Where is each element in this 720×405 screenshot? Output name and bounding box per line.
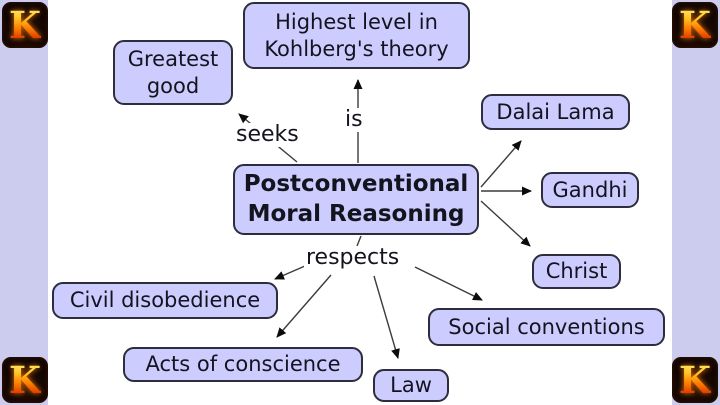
edge-to-law	[373, 275, 400, 359]
link-label-respects[interactable]: respects	[304, 245, 402, 270]
flame-k-letter: K	[678, 357, 712, 402]
link-label-is[interactable]: is	[343, 107, 365, 132]
flame-k-logo-top-left: K	[2, 2, 48, 48]
edge-to-dalai-lama	[480, 140, 522, 188]
node-greatest-good[interactable]: Greatest good	[113, 40, 233, 105]
right-border-strip	[672, 0, 720, 405]
flame-k-logo-top-right: K	[672, 2, 718, 48]
node-highest-level[interactable]: Highest level in Kohlberg's theory	[243, 2, 470, 69]
flame-k-letter: K	[8, 357, 42, 402]
edge-to-acts-of-conscience	[276, 274, 332, 338]
flame-k-logo-bottom-right: K	[672, 357, 718, 403]
node-law[interactable]: Law	[373, 369, 449, 402]
left-border-strip	[0, 0, 48, 405]
flame-k-letter: K	[678, 2, 712, 47]
node-social-conventions[interactable]: Social conventions	[428, 308, 665, 346]
node-christ[interactable]: Christ	[532, 254, 621, 289]
flame-k-letter: K	[8, 2, 42, 47]
edge-respects-stem	[356, 235, 362, 247]
node-dalai-lama[interactable]: Dalai Lama	[481, 94, 630, 130]
edge-to-civil-disobedience	[274, 265, 306, 280]
node-acts-of-conscience[interactable]: Acts of conscience	[123, 347, 363, 382]
edge-to-social-conventions	[414, 266, 483, 301]
node-gandhi[interactable]: Gandhi	[541, 172, 639, 208]
link-label-seeks[interactable]: seeks	[234, 122, 301, 147]
node-civil-disobedience[interactable]: Civil disobedience	[52, 282, 278, 319]
flame-k-logo-bottom-left: K	[2, 357, 48, 403]
edge-to-christ	[480, 200, 531, 247]
node-postconventional-moral-reasoning[interactable]: Postconventional Moral Reasoning	[233, 164, 479, 235]
